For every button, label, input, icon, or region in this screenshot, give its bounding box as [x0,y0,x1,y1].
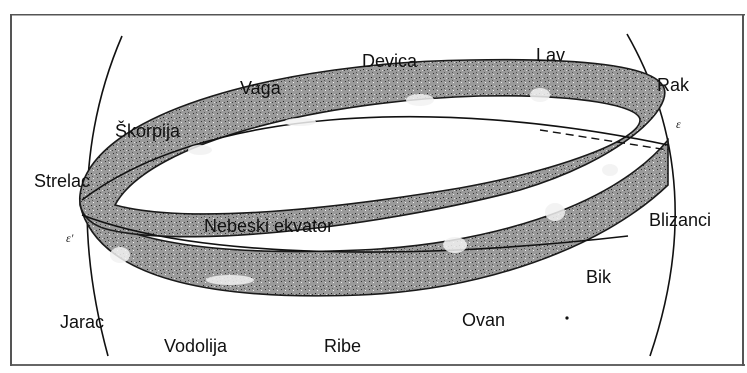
epsilon-mark: ε [676,118,681,130]
label-ovan: Ovan [462,311,505,329]
label-bik: Bik [586,268,611,286]
label-jarac: Jarac [60,313,104,331]
frame-top [10,14,745,16]
frame-bottom [10,364,745,366]
star-dot [565,316,568,319]
label-ribe: Ribe [324,337,361,355]
label-strelac: Strelac [34,172,90,190]
label-blizanci: Blizanci [649,211,711,229]
label-vodolija: Vodolija [164,337,227,355]
label-vaga: Vaga [240,79,281,97]
label-nebeski-ekvator: Nebeski ekvator [204,217,333,235]
frame-left [10,14,12,366]
label-devica: Devica [362,52,417,70]
frame-right [742,14,744,366]
label-skorpija: Škorpija [115,122,180,140]
label-rak: Rak [657,76,689,94]
label-lav: Lav [536,46,565,64]
epsilon-prime-mark: ε' [66,232,73,244]
